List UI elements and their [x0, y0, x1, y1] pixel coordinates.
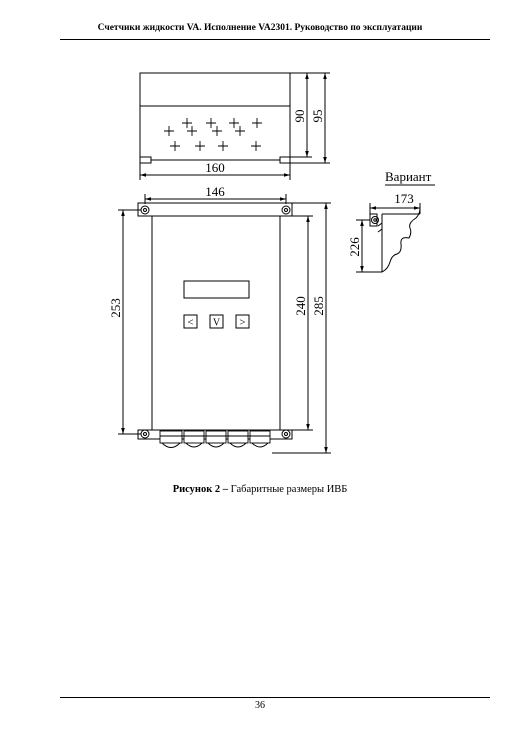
button-left-glyph: < [187, 317, 193, 329]
dim-front-height-left: 253 [108, 298, 123, 318]
document-header-title: Счетчики жидкости VA. Исполнение VA2301.… [97, 23, 423, 33]
lcd-display [183, 280, 250, 299]
dim-front-height-outer: 285 [311, 296, 326, 316]
dim-front-width: 146 [205, 184, 225, 199]
dimension-drawing: 160 90 95 [108, 72, 435, 454]
dim-top-h2: 95 [310, 110, 325, 123]
variant-view [356, 184, 435, 273]
cable-glands [159, 430, 271, 448]
figure-caption: Рисунок 2 – Габаритные размеры ИВБ [0, 484, 520, 495]
top-view [139, 72, 330, 180]
button-left [183, 314, 198, 329]
button-right-glyph: > [239, 317, 245, 329]
front-view [118, 194, 331, 454]
cable-gland-marks [164, 118, 262, 151]
dim-variant-width: 173 [394, 191, 414, 206]
button-down-glyph: V [213, 318, 221, 329]
dim-top-h1: 90 [292, 110, 307, 123]
footer-rule [60, 697, 490, 698]
variant-label: Вариант [385, 169, 432, 184]
page-number: 36 [255, 700, 265, 711]
button-down [209, 314, 224, 329]
dim-variant-height: 226 [347, 237, 362, 257]
figure-caption-label: Рисунок 2 – [172, 484, 229, 495]
dim-top-width: 160 [205, 160, 225, 175]
figure-caption-text: Габаритные размеры ИВБ [228, 484, 348, 495]
button-right [235, 314, 250, 329]
dim-front-height-inner: 240 [293, 296, 308, 316]
header-rule [60, 39, 490, 40]
